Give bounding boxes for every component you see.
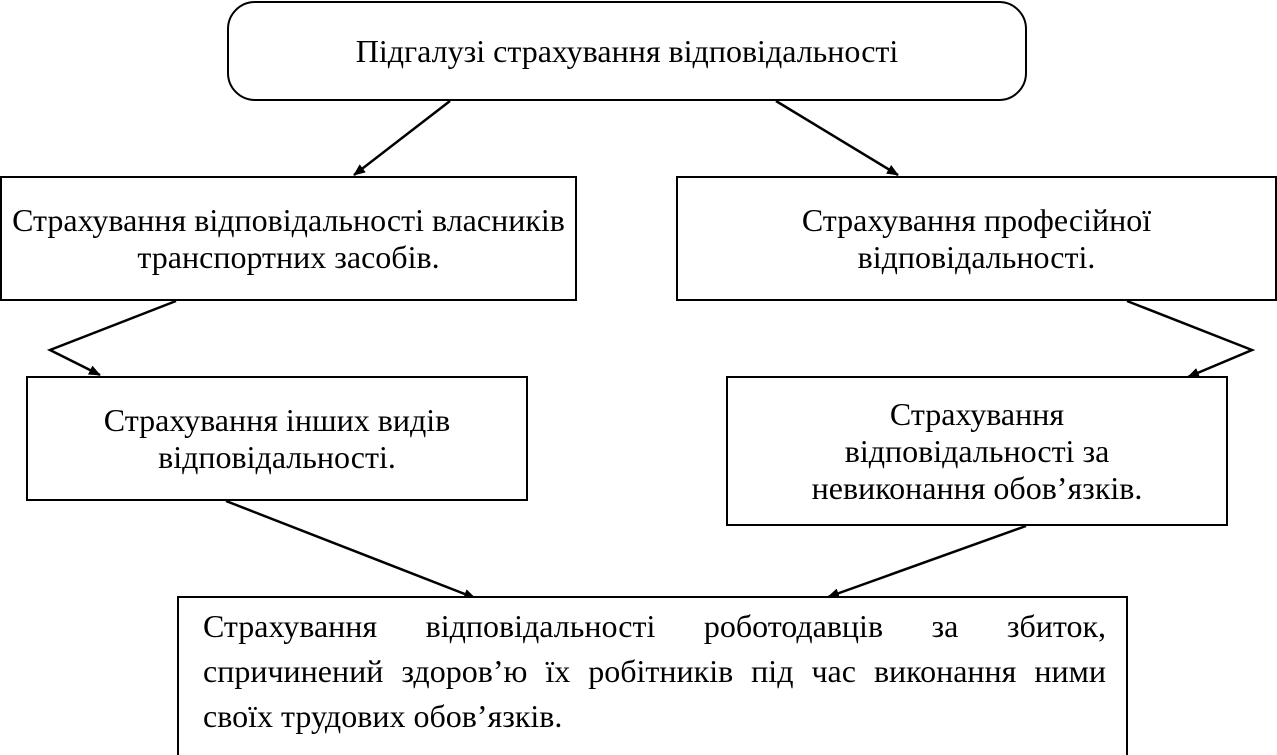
arrow-vehicle-to-other [46,299,177,377]
arrow-title-to-professional [775,99,899,177]
arrow-title-to-vehicle [353,100,451,176]
arrow-nonperformance-to-employers [827,524,1027,599]
node-text: Страхування відповідальності власників т… [12,201,565,275]
node-vehicle-owners: Страхування відповідальності власників т… [0,176,577,301]
node-non-performance: Страхування відповідальності за невикона… [726,376,1228,526]
node-text: Страхування відповідальності роботодавці… [203,608,1106,734]
node-text: Страхування відповідальності за невикона… [811,395,1143,506]
title-text: Підгалузі страхування відповідальності [355,32,899,69]
node-professional: Страхування професійної відповідальності… [676,176,1277,301]
arrow-other-to-employers [225,499,476,600]
node-other: Страхування інших видів відповідальності… [26,376,528,501]
arrow-professional-to-nonperformance [1126,299,1256,379]
title-node: Підгалузі страхування відповідальності [227,1,1027,101]
node-text: Страхування інших видів відповідальності… [103,401,451,475]
node-text: Страхування професійної відповідальності… [801,201,1152,275]
node-employers: Страхування відповідальності роботодавці… [177,596,1128,755]
